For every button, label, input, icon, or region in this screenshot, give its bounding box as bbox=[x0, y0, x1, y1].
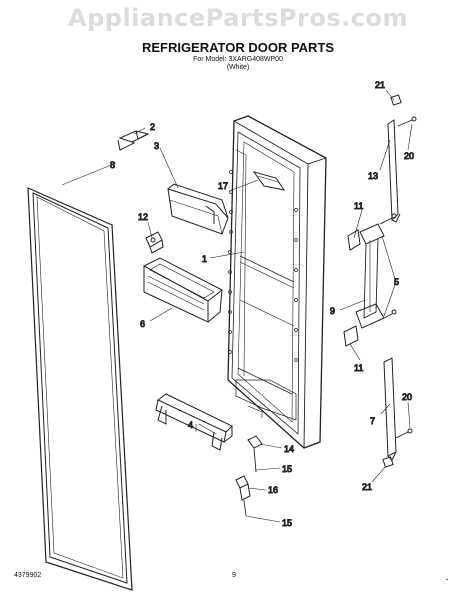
middle-door-bin-part bbox=[142, 257, 223, 323]
bottom-hinge-hardware bbox=[235, 435, 263, 517]
lower-trim-part bbox=[382, 357, 413, 468]
callout-1: 1 bbox=[202, 254, 207, 264]
diagram-title: REFRIGERATOR DOOR PARTS bbox=[141, 40, 335, 55]
callout-5: 5 bbox=[394, 277, 399, 287]
callout-2: 2 bbox=[150, 122, 155, 132]
leader-lines bbox=[61, 89, 413, 523]
callout-11-lower: 11 bbox=[354, 363, 363, 373]
callout-20-upper: 20 bbox=[404, 151, 414, 161]
hinge-cap-part bbox=[117, 130, 150, 151]
callout-4: 4 bbox=[188, 420, 193, 430]
door-gasket-part bbox=[27, 187, 133, 591]
callout-14: 14 bbox=[284, 444, 294, 454]
callout-20-lower: 20 bbox=[402, 392, 412, 402]
callout-11-upper: 11 bbox=[354, 201, 363, 211]
callout-8: 8 bbox=[110, 160, 115, 170]
upper-trim-part bbox=[387, 94, 417, 223]
footer-page-number: 9 bbox=[232, 572, 236, 579]
refrigerator-door-part bbox=[227, 115, 327, 449]
bin-clip-part bbox=[145, 231, 164, 254]
callout-17: 17 bbox=[218, 181, 228, 191]
color-line: (White) bbox=[226, 64, 250, 71]
door-screw-holes bbox=[228, 170, 298, 362]
callout-15-lower: 15 bbox=[282, 518, 292, 528]
callout-12: 12 bbox=[138, 212, 148, 222]
footer-mark: ▪ bbox=[446, 577, 448, 583]
callout-9: 9 bbox=[330, 306, 335, 316]
footer-part-number: 4379902 bbox=[14, 572, 42, 579]
door-handle-part bbox=[343, 213, 397, 347]
callout-3: 3 bbox=[154, 141, 159, 151]
callout-7: 7 bbox=[370, 416, 375, 426]
callout-15-upper: 15 bbox=[282, 464, 292, 474]
callout-21-lower: 21 bbox=[362, 482, 372, 492]
bottom-door-shelf-part bbox=[155, 393, 233, 451]
callout-6: 6 bbox=[140, 319, 145, 329]
upper-door-bin-part bbox=[167, 183, 229, 235]
callout-16: 16 bbox=[268, 485, 278, 495]
callout-13: 13 bbox=[368, 171, 378, 181]
watermark-text: AppliancePartsPros.com bbox=[68, 4, 408, 32]
callout-21-upper: 21 bbox=[375, 80, 385, 90]
model-line: For Model: 3XARG408WP00 bbox=[193, 56, 283, 63]
